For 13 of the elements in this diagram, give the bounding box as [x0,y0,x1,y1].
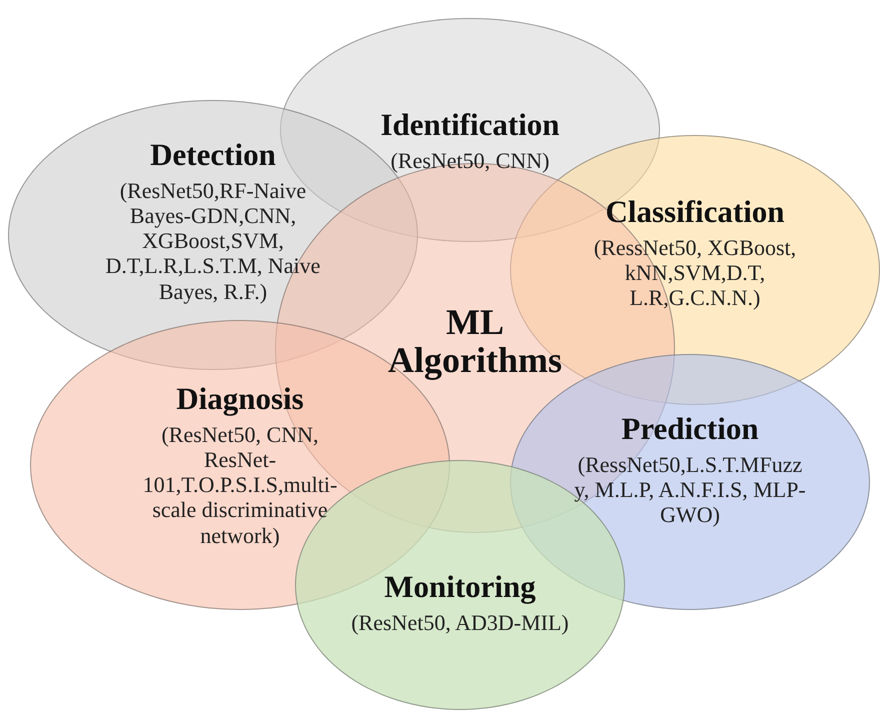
algorithm-list: (ResNet50, CNN) [340,148,600,173]
algorithm-list: (RessNet50,L.S.T.MFuzzy, M.L.P, A.N.F.I.S, MLP-GWO) [572,452,808,528]
category-heading: Classification [605,196,785,229]
category-heading: Prediction [621,413,759,446]
center-title: ML Algorithms [387,304,563,380]
category-heading: Identification [380,109,560,142]
algorithm-list: (RessNet50, XGBoost, kNN,SVM,D.T, L.R,G.C.N.N.) [568,234,822,310]
algorithm-list: (ResNet50, CNN, ResNet-101,T.O.P.S.I.S,multi-scale discriminative network) [125,422,355,548]
category-heading: Diagnosis [176,383,304,416]
algorithm-list: (ResNet50, AD3D-MIL) [345,610,575,635]
category-heading: Monitoring [384,571,536,604]
category-heading: Detection [150,139,276,172]
algorithm-list: (ResNet50,RF-Naive Bayes-GDN,CNN, XGBoost,SVM, D.T,L.R,L.S.T.M, Naive Bayes, R.F.) [90,178,336,304]
